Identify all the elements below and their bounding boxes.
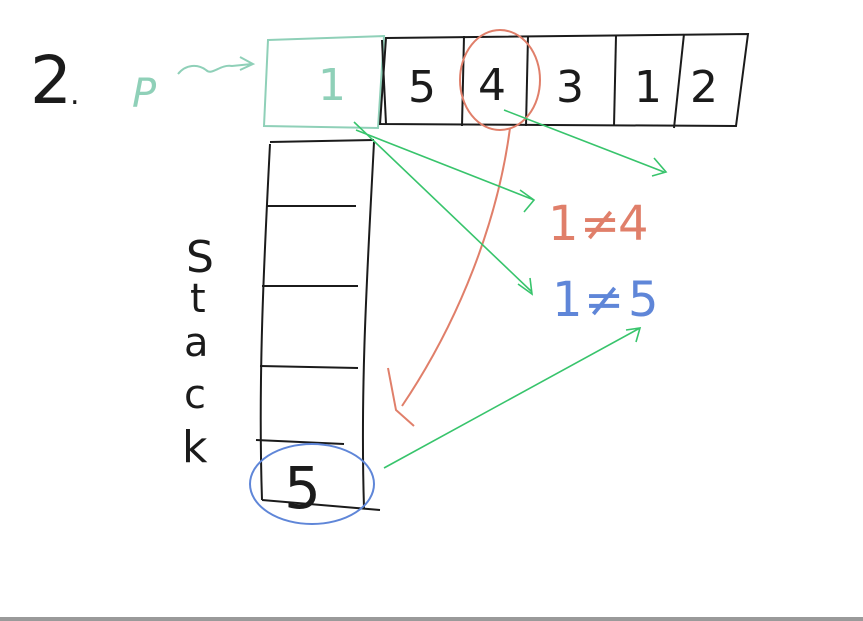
comparison-right: 4 — [618, 196, 649, 252]
stack-slot: 5 — [284, 454, 321, 522]
array-cell: 3 — [556, 62, 584, 113]
array-cell: 2 — [690, 62, 718, 113]
pointer-cell-value: 1 — [318, 60, 346, 111]
comparison-left: 1 — [548, 196, 579, 252]
pointer-squiggle-arrow — [177, 56, 256, 75]
stack-label-letter: a — [184, 320, 209, 366]
array-cell: 1 — [634, 62, 662, 113]
stack-label-letter: k — [182, 422, 208, 473]
compare-arrow — [353, 121, 534, 296]
problem-number: 2 — [30, 42, 72, 119]
array-cell: 5 — [408, 62, 436, 113]
highlight-circle-4 — [459, 29, 541, 131]
highlight-circle-5 — [249, 443, 375, 525]
pointer-label: P — [132, 71, 157, 117]
stack-label-letter: t — [190, 276, 206, 322]
comparison-1: 1 ≠ 4 — [548, 196, 649, 252]
comparison-op: ≠ — [580, 196, 620, 252]
push-arrow — [387, 127, 511, 427]
array-row: 5 4 3 1 2 — [378, 32, 750, 129]
bottom-divider — [0, 617, 863, 621]
comparison-right: 5 — [628, 272, 659, 328]
stack-label: S t a c k — [182, 232, 214, 473]
stack-label-letter: c — [184, 372, 206, 418]
compare-arrow — [383, 327, 642, 469]
comparison-left: 1 — [552, 272, 583, 328]
stack: 5 — [255, 139, 381, 522]
compare-arrow — [355, 129, 536, 213]
array-cell: 4 — [478, 60, 506, 111]
stack-label-letter: S — [186, 232, 214, 283]
comparison-2: 1 ≠ 5 — [552, 272, 659, 328]
comparison-op: ≠ — [584, 272, 624, 328]
problem-number-dot: . — [70, 77, 80, 112]
compare-arrow — [503, 109, 668, 177]
pointer-cell: 1 — [262, 34, 386, 130]
